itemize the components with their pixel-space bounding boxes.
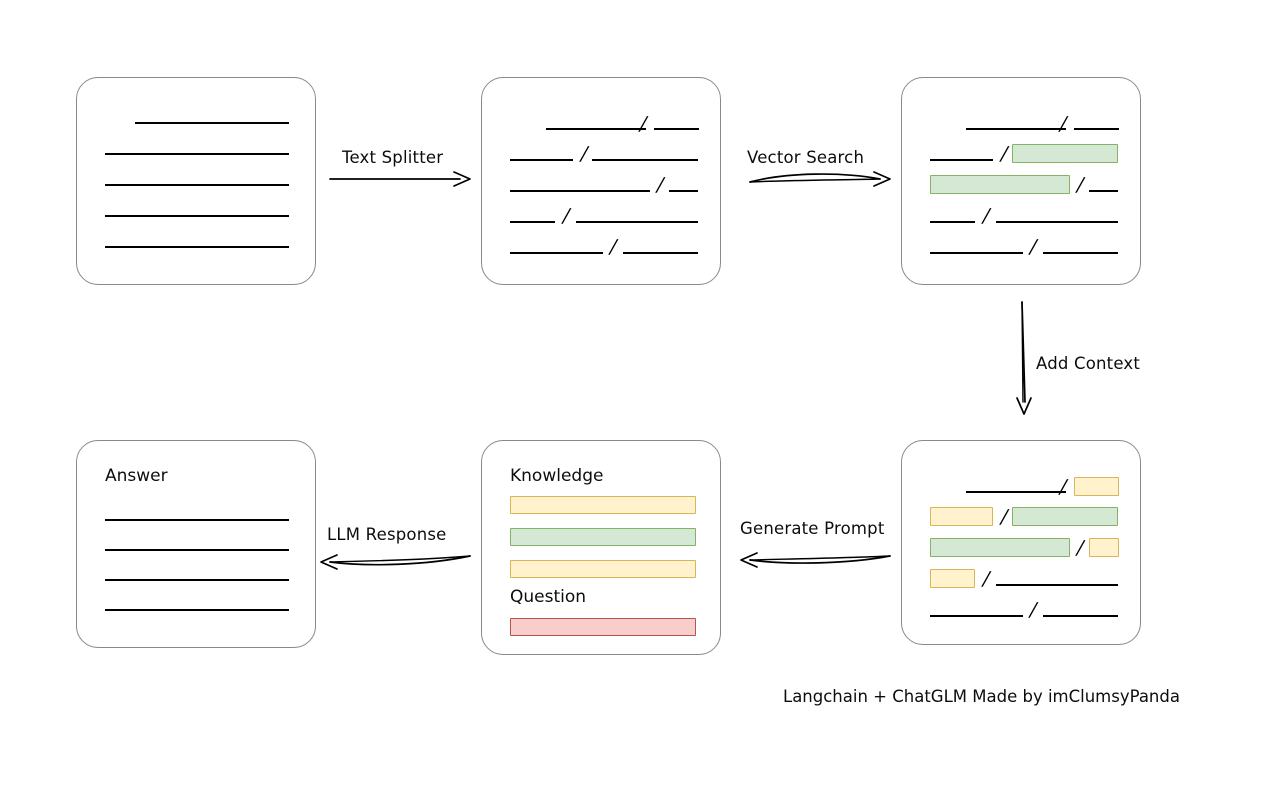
segment-separator: / [560,205,573,227]
knowledge-chip-yellow[interactable] [510,496,696,514]
document-line [1089,190,1118,192]
question-label: Question [510,587,587,607]
document-line [930,159,993,161]
generated-prompt-box[interactable]: Knowledge Question [481,440,721,655]
split-document-box[interactable]: / / / / / [481,77,721,285]
document-line [966,491,1066,493]
document-line [654,128,699,130]
document-line [930,221,975,223]
document-line [510,252,603,254]
document-line [1043,252,1118,254]
knowledge-label: Knowledge [510,466,604,486]
highlight-chip-green[interactable] [1012,144,1118,163]
answer-box[interactable]: Answer [76,440,316,648]
vector-matched-document-box[interactable]: / / / / / [901,77,1141,285]
document-line [930,252,1023,254]
edge-llm-response-arrow [320,554,471,570]
highlight-chip-green[interactable] [930,175,1070,194]
document-line [105,246,289,248]
document-line [930,615,1023,617]
edge-text-splitter-arrow [329,171,471,187]
answer-label: Answer [105,466,168,486]
segment-separator: / [1027,599,1040,621]
document-line [105,579,289,581]
edge-label-vector-search: Vector Search [747,148,865,167]
highlight-chip-yellow[interactable] [930,507,993,526]
document-line [105,153,289,155]
segment-separator: / [637,113,650,135]
document-line [510,159,573,161]
source-document-box[interactable] [76,77,316,285]
segment-separator: / [607,236,620,258]
segment-separator: / [1074,537,1087,559]
document-line [996,221,1118,223]
edge-label-add-context: Add Context [1036,354,1141,373]
document-line [669,190,698,192]
highlight-chip-green[interactable] [1012,507,1118,526]
segment-separator: / [1057,113,1070,135]
question-chip-red[interactable] [510,618,696,636]
footer-credit: Langchain + ChatGLM Made by imClumsyPand… [783,687,1180,706]
edge-vector-search-arrow [749,171,891,187]
edge-label-text-splitter: Text Splitter [342,148,444,167]
document-line [592,159,698,161]
document-line [576,221,698,223]
highlight-chip-yellow[interactable] [1074,477,1119,496]
knowledge-chip-green[interactable] [510,528,696,546]
segment-separator: / [980,205,993,227]
segment-separator: / [654,174,667,196]
segment-separator: / [1057,476,1070,498]
document-line [105,519,289,521]
document-line [546,128,646,130]
knowledge-chip-yellow[interactable] [510,560,696,578]
edge-add-context-arrow [1016,301,1032,415]
segment-separator: / [1074,174,1087,196]
edge-generate-prompt-arrow [740,552,891,568]
edge-label-generate-prompt: Generate Prompt [740,519,885,538]
document-line [105,184,289,186]
document-line [966,128,1066,130]
document-line [623,252,698,254]
segment-separator: / [998,143,1011,165]
segment-separator: / [998,506,1011,528]
document-line [1043,615,1118,617]
context-document-box[interactable]: / / / / / [901,440,1141,645]
document-line [996,584,1118,586]
document-line [135,122,289,124]
highlight-chip-yellow[interactable] [930,569,975,588]
document-line [510,221,555,223]
document-line [1074,128,1119,130]
document-line [510,190,650,192]
segment-separator: / [1027,236,1040,258]
segment-separator: / [980,568,993,590]
edge-label-llm-response: LLM Response [327,525,447,544]
segment-separator: / [578,143,591,165]
document-line [105,215,289,217]
document-line [105,609,289,611]
document-line [105,549,289,551]
highlight-chip-yellow[interactable] [1089,538,1119,557]
highlight-chip-green[interactable] [930,538,1070,557]
